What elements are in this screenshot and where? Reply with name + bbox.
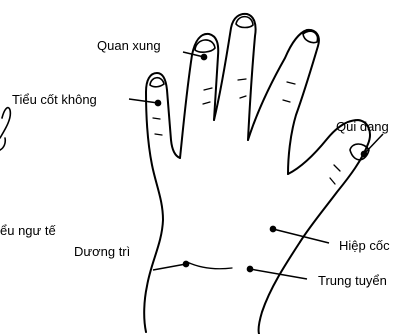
labels: Quan xung Tiểu cốt không Qui dang ểu ngư…: [0, 38, 390, 288]
label-tieu-ngu-te: ểu ngư tế: [0, 223, 56, 238]
label-quan-xung: Quan xung: [97, 38, 161, 53]
point-tieu-cot-khong: [155, 100, 160, 105]
label-hiep-coc: Hiệp cốc: [339, 238, 390, 253]
left-edge-partial-hand: [0, 108, 10, 150]
point-duong-tri: [183, 261, 188, 266]
point-qui-dang: [361, 151, 366, 156]
label-duong-tri: Dương trì: [74, 244, 130, 259]
point-hiep-coc: [270, 226, 275, 231]
label-tieu-cot-khong: Tiểu cốt không: [12, 92, 97, 107]
label-qui-dang: Qui dang: [336, 119, 389, 134]
point-trung-tuyen: [247, 266, 252, 271]
finger-creases: [153, 79, 340, 269]
label-trung-tuyen: Trung tuyển: [318, 273, 387, 288]
point-quan-xung: [201, 54, 206, 59]
